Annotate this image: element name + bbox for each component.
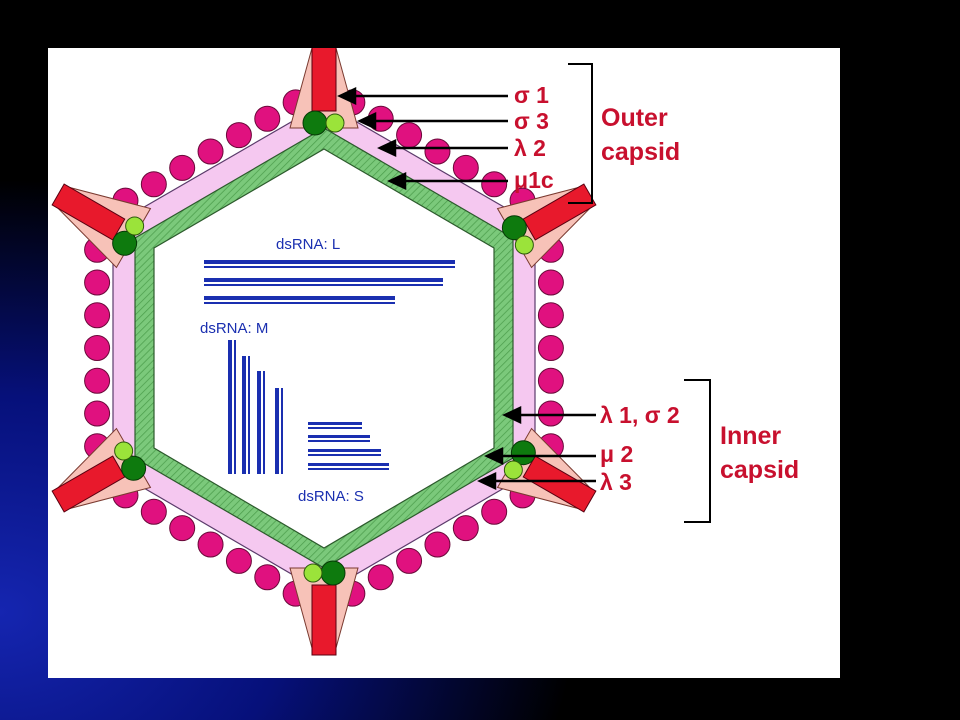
sigma3-knob: [225, 547, 252, 574]
dsrna-l-segment: [204, 296, 395, 300]
dsrna-m-segment: [242, 356, 246, 474]
sigma3-knob: [424, 531, 451, 558]
sigma3-knob: [84, 269, 111, 296]
outer-capsid-label: Outer capsid: [601, 104, 680, 166]
sigma3-knob: [169, 154, 196, 181]
lambda3-ball: [501, 215, 527, 241]
sigma1-fiber: [51, 455, 126, 513]
sigma3-knob: [424, 138, 451, 165]
sigma3-knob: [396, 547, 423, 574]
dsrna-m-label: dsRNA: M: [200, 320, 268, 337]
lambda3-ball: [320, 560, 346, 586]
inner-capsid-arrows: [477, 406, 596, 490]
vertex-proteins: [112, 110, 536, 586]
vertex-spike: [289, 567, 359, 656]
dsrna-l-segment-strand: [204, 302, 395, 304]
sigma3-knob: [84, 400, 111, 427]
dsrna-m-segment-strand: [281, 388, 283, 474]
dsrna-s-segment: [308, 463, 389, 466]
dsrna-l-segment-strand: [204, 284, 443, 286]
dsrna-s-label: dsRNA: S: [298, 488, 364, 505]
dsrna-s-segment: [308, 435, 370, 438]
dsrna-m-segment: [228, 340, 232, 474]
dsrna-m-segment-strand: [234, 340, 236, 474]
dsrna-segments: [204, 260, 455, 474]
vertex-spike: [289, 48, 359, 129]
mu2-ball: [114, 441, 134, 461]
dsrna-m-segment-strand: [263, 371, 265, 474]
sigma3-knob: [254, 564, 281, 591]
mu2-ball: [514, 235, 534, 255]
sigma3-knob: [481, 498, 508, 525]
sigma3-knob: [481, 171, 508, 198]
reovirus-diagram: dsRNA: L dsRNA: M dsRNA: S σ 1 σ 3 λ 2 μ…: [51, 48, 799, 656]
dsrna-m-segment-strand: [248, 356, 250, 474]
dsrna-s-segment-strand: [308, 427, 362, 429]
dsrna-l-segment-strand: [204, 266, 455, 268]
sigma3-knob: [254, 105, 281, 132]
diagram-panel: dsRNA: L dsRNA: M dsRNA: S σ 1 σ 3 λ 2 μ…: [48, 48, 840, 678]
sigma3-knob: [537, 269, 564, 296]
mu2-ball: [503, 460, 523, 480]
sigma3-knob: [169, 515, 196, 542]
sigma3-knob: [537, 335, 564, 361]
sigma3-knob: [537, 302, 564, 329]
mu1c-label: μ1c: [514, 167, 554, 193]
lambda3-label: λ 3: [600, 469, 632, 495]
mu2-ball: [125, 216, 145, 236]
lambda2-label: λ 2: [514, 135, 546, 161]
dsrna-s-segment: [308, 449, 381, 452]
lambda3-ball: [121, 455, 147, 481]
outer-capsid-bracket: [568, 63, 593, 204]
sigma3-knob: [84, 335, 111, 361]
sigma3-knob: [140, 171, 167, 198]
sigma3-knob: [367, 564, 394, 591]
sigma3-knob: [396, 122, 423, 149]
core: [153, 148, 495, 549]
inner-capsid-bracket: [684, 379, 711, 523]
dsrna-s-segment-strand: [308, 454, 381, 456]
mu2-label: μ 2: [600, 441, 633, 467]
dsrna-m-segment: [275, 388, 279, 474]
sigma3-knob: [225, 122, 252, 149]
sigma3-knob: [197, 531, 224, 558]
sigma3-knob: [452, 515, 479, 542]
mu2-ball: [303, 563, 323, 583]
sigma3-knob: [452, 154, 479, 181]
lambda1-sigma2-label: λ 1, σ 2: [600, 402, 680, 428]
dsrna-l-segment: [204, 260, 455, 264]
sigma1-fiber: [311, 584, 337, 656]
dsrna-l-label: dsRNA: L: [276, 236, 340, 253]
sigma3-knob: [84, 302, 111, 329]
sigma3-knob: [197, 138, 224, 165]
dsrna-l-segment: [204, 278, 443, 282]
sigma1-fiber: [311, 48, 337, 112]
lambda3-ball: [112, 230, 138, 256]
dsrna-s-segment-strand: [308, 468, 389, 470]
sigma3-knob: [537, 400, 564, 427]
sigma3-knob: [537, 367, 564, 394]
dsrna-s-segment-strand: [308, 440, 370, 442]
mu2-ball: [325, 113, 345, 133]
sigma1-label: σ 1: [514, 82, 549, 108]
dsrna-m-segment: [257, 371, 261, 474]
dsrna-s-segment: [308, 422, 362, 425]
sigma3-knob: [84, 367, 111, 394]
outer-capsid-arrows: [337, 87, 508, 190]
lambda3-ball: [510, 440, 536, 466]
lambda3-ball: [302, 110, 328, 136]
sigma1-fiber: [51, 183, 126, 241]
sigma3-label: σ 3: [514, 108, 549, 134]
sigma3-knob: [140, 498, 167, 525]
inner-capsid-label: Inner capsid: [720, 422, 799, 484]
sigma1-fiber: [522, 455, 597, 513]
sigma1-fiber: [522, 183, 597, 241]
